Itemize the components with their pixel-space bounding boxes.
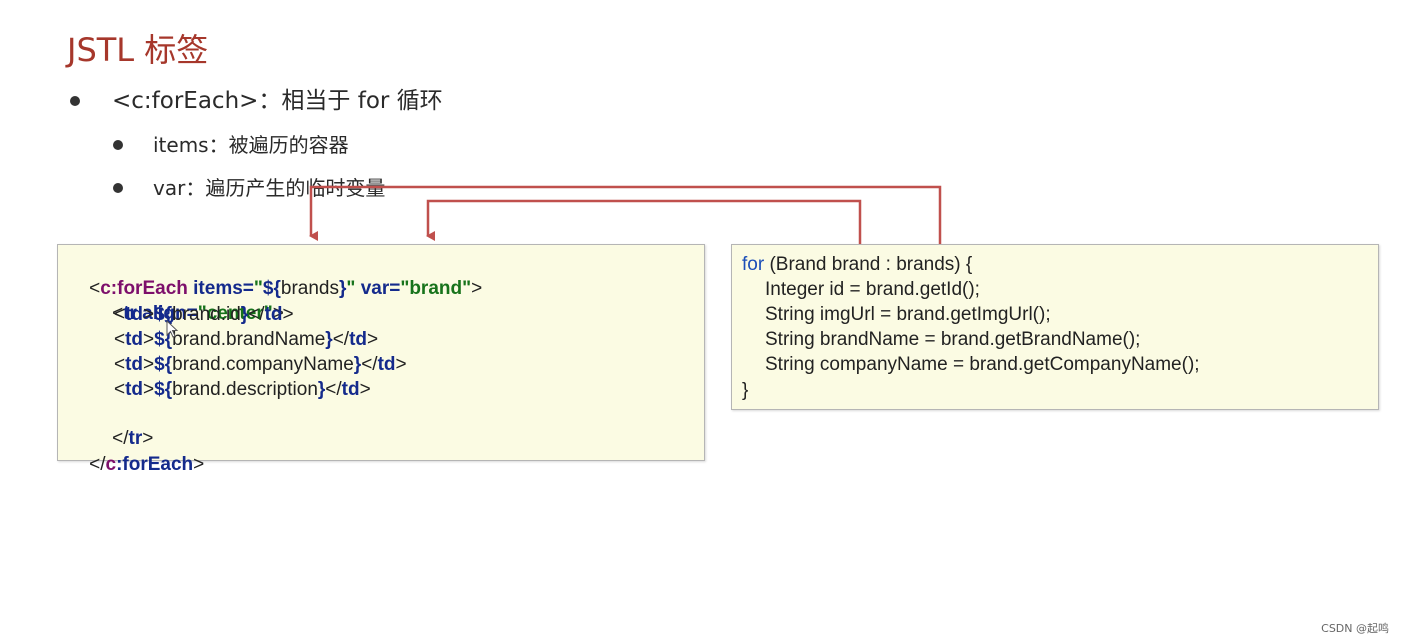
arrow-brands-to-items [309,185,942,244]
code-token: td [377,354,396,375]
jsp-line-tr-close: </tr> [91,403,153,475]
java-code-box: for (Brand brand : brands) { Integer id … [731,244,1379,410]
code-token: > [193,454,205,475]
jsp-line-tr-open: <tr align="center"> [91,278,284,350]
code-token: c [105,454,117,475]
java-line-companyname: String companyName = brand.getCompanyNam… [765,354,1200,375]
code-token: td [125,329,144,350]
code-token: } [240,304,249,325]
code-token: items= [193,278,254,299]
bullet-text: <c:forEach>：相当于 for 循环 [112,88,443,114]
java-line-id: Integer id = brand.getId(); [765,279,980,300]
jsp-line-td-brandname: <td>${brand.brandName}</td> [114,329,379,350]
code-token: > [142,428,154,449]
code-token: ${ [154,304,173,325]
bullet-text: items：被遍历的容器 [153,133,349,157]
jsp-line-td-companyname: <td>${brand.companyName}</td> [114,354,407,375]
code-token: } [338,278,347,299]
bullet-dot [113,183,123,193]
code-token: </ [112,428,129,449]
mouse-cursor-icon [166,320,179,338]
code-token: ${ [154,379,173,400]
code-token: td [341,379,360,400]
code-token: :forEach [116,454,194,475]
jsp-line-td-id: <td>${brand.id}</td> [114,304,294,325]
bullet-dot [113,140,123,150]
java-line-brandname: String brandName = brand.getBrandName(); [765,329,1141,350]
code-token: } [325,329,333,350]
code-token: } [317,379,326,400]
code-token: " [346,278,356,299]
slide-title: JSTL 标签 [67,31,209,69]
code-token: > [272,303,284,324]
code-token: brand.companyName [172,354,354,375]
code-token: ${ [262,278,281,299]
code-token: brand.id [172,304,241,325]
java-line-for: for (Brand brand : brands) { [742,253,972,277]
code-token: for [742,254,765,275]
java-line-close: } [742,380,749,401]
code-token: } [353,354,362,375]
bullet-dot [70,96,80,106]
code-token: td [264,304,283,325]
jsp-code-box: <c:forEach items="${brands}" var="brand"… [57,244,705,475]
jsp-line-foreach-close: </c:forEach> [68,429,204,501]
code-token: td [125,354,144,375]
code-token: tr [123,303,137,324]
code-token: var= [360,278,401,299]
code-token: brands [280,278,339,299]
code-token: "brand" [400,278,472,299]
code-token: tr [128,428,143,449]
jsp-line-td-description: <td>${brand.description}</td> [114,379,371,400]
code-token: </ [89,454,106,475]
bullet-items: items：被遍历的容器 [113,132,349,158]
code-token: < [112,303,124,324]
jsp-line-foreach-open: <c:forEach items="${brands}" var="brand"… [68,253,482,325]
code-token: "center" [197,303,273,324]
code-token: ${ [154,354,173,375]
code-token: (Brand brand : brands) { [764,254,973,275]
code-token: align= [142,303,198,324]
code-token: > [471,278,483,299]
code-token: < [89,278,101,299]
code-token: c:forEach [100,278,188,299]
code-token: brand.description [172,379,318,400]
code-token: td [125,304,144,325]
code-token: brand.brandName [172,329,326,350]
code-token: " [253,278,263,299]
code-token: td [125,379,144,400]
code-token: td [349,329,367,350]
java-line-imgurl: String imgUrl = brand.getImgUrl(); [765,304,1051,325]
arrow-brand-to-var [426,199,862,244]
watermark: CSDN @起鸣 [1321,622,1389,635]
bullet-foreach: <c:forEach>：相当于 for 循环 [70,86,443,116]
